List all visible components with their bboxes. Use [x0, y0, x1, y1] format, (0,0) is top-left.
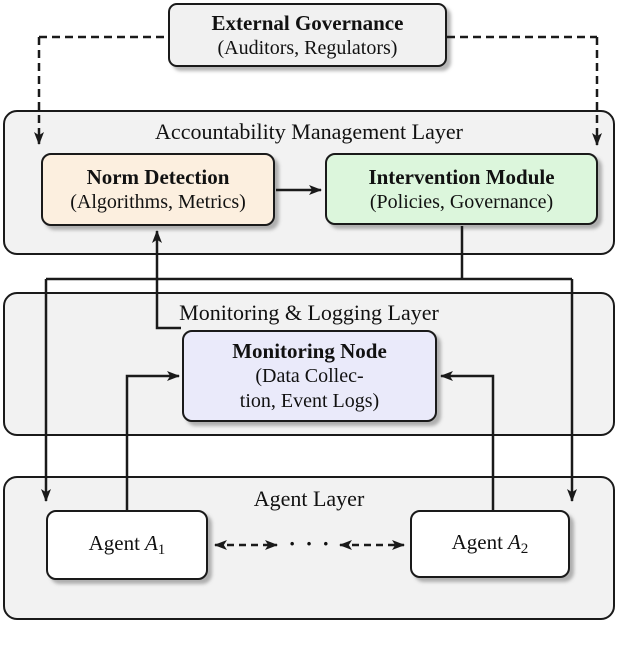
- intervention-module-subtitle: (Policies, Governance): [369, 190, 554, 213]
- intervention-module-title: Intervention Module: [368, 164, 555, 189]
- monitoring-node-box: Monitoring Node (Data Collec- tion, Even…: [182, 330, 437, 422]
- intervention-module-box: Intervention Module (Policies, Governanc…: [325, 153, 598, 225]
- agent1-symbol: A: [144, 530, 158, 555]
- monitoring-node-subtitle-line2: tion, Event Logs): [239, 390, 380, 412]
- agent2-subscript: 2: [520, 541, 529, 558]
- external-governance-title: External Governance: [211, 10, 404, 35]
- agent-link-ellipsis: · · ·: [288, 531, 332, 556]
- monitoring-node-subtitle-line1: (Data Collec-: [255, 365, 364, 387]
- monitoring-logging-layer-title: Monitoring & Logging Layer: [179, 300, 439, 325]
- norm-detection-title: Norm Detection: [86, 165, 230, 189]
- agent2-symbol: A: [507, 529, 521, 554]
- norm-detection-subtitle: (Algorithms, Metrics): [70, 191, 246, 213]
- agent1-subscript: 1: [157, 542, 166, 559]
- agent2-label-prefix: Agent: [451, 529, 503, 554]
- external-governance-subtitle: (Auditors, Regulators): [217, 36, 398, 59]
- agent1-label-prefix: Agent: [88, 530, 140, 555]
- monitoring-node-title: Monitoring Node: [232, 339, 387, 363]
- agent-layer-title: Agent Layer: [253, 486, 365, 511]
- accountability-layer-title: Accountability Management Layer: [155, 119, 463, 144]
- external-governance-box: External Governance (Auditors, Regulator…: [168, 3, 447, 67]
- norm-detection-box: Norm Detection (Algorithms, Metrics): [41, 153, 275, 226]
